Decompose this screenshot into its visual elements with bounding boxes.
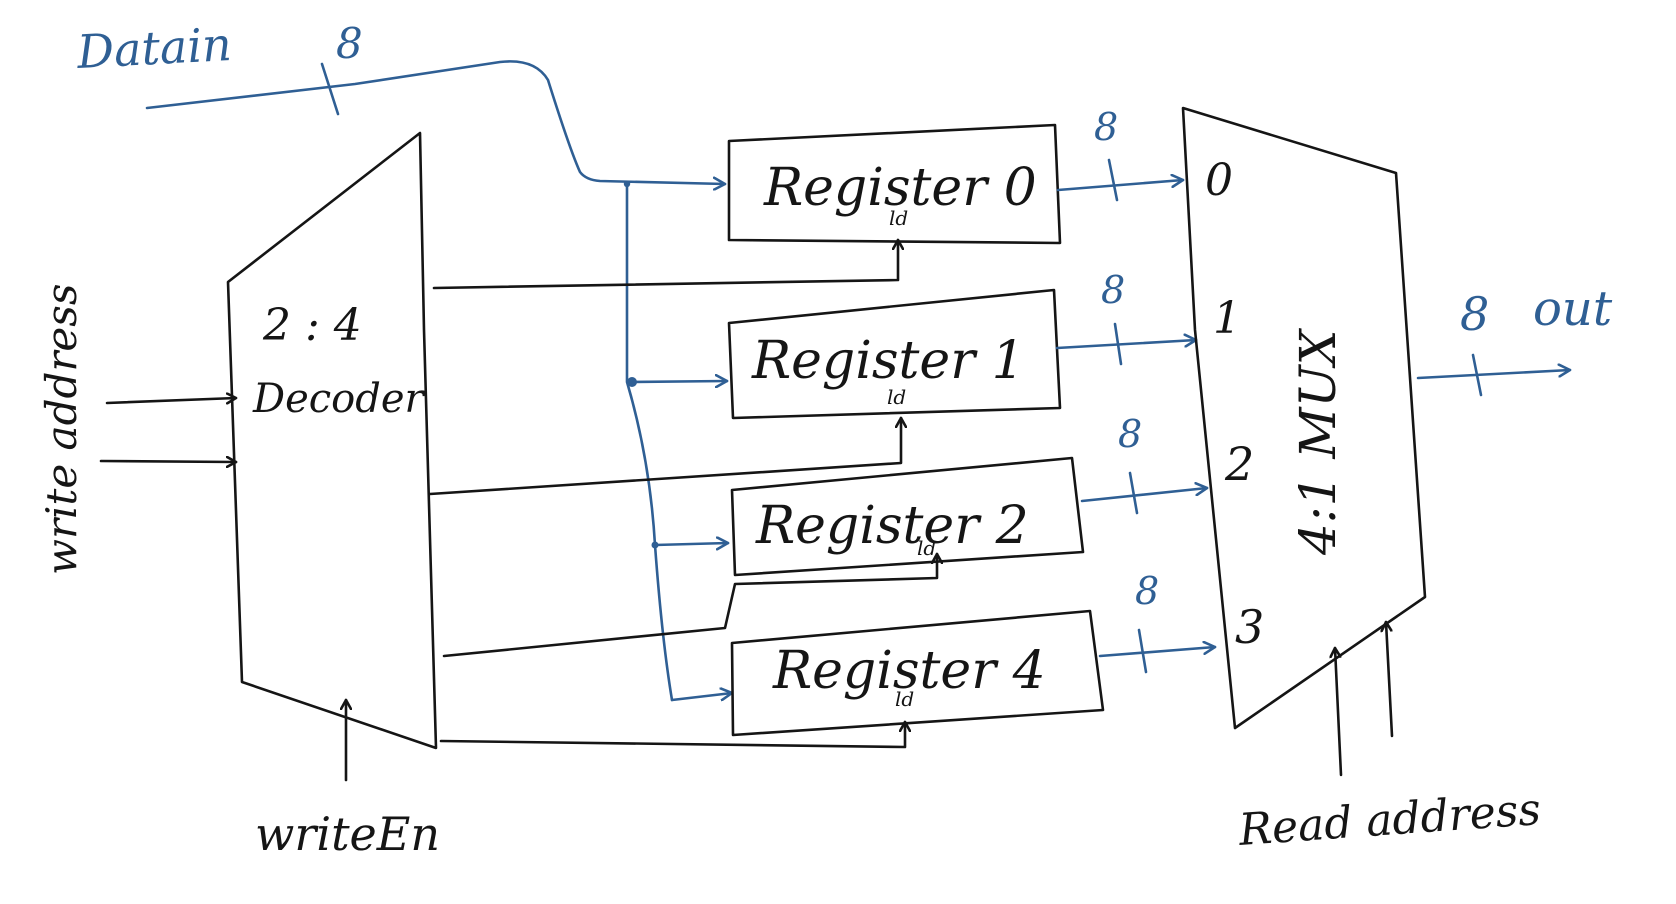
- register-1: Register 1 ld: [727, 288, 1062, 420]
- output-section: 8 out: [1416, 281, 1613, 397]
- write-address-label: write address: [37, 284, 86, 575]
- decoder-ratio-label: 2 : 4: [262, 300, 362, 351]
- output-width-slash: [1471, 353, 1483, 397]
- register-2: Register 2 ld: [730, 456, 1085, 577]
- output-label: out: [1533, 281, 1613, 337]
- datain-to-register-1: [630, 381, 729, 382]
- read-address-label: Read address: [1236, 784, 1542, 856]
- decoder-output-0: [432, 238, 898, 290]
- datain-bus-width-slash: [320, 62, 340, 116]
- register-0-box: [727, 123, 1062, 245]
- register-0-output-width-slash: [1107, 158, 1119, 202]
- mux-input-3-label: 3: [1235, 600, 1264, 654]
- register-1-box: [727, 288, 1062, 420]
- register-3-output-bus: [1098, 647, 1217, 658]
- decoder: 2 : 4 Decoder: [226, 131, 438, 750]
- output-bus: [1416, 370, 1572, 380]
- mux: 0 1 2 3 4:1 MUX: [1181, 106, 1427, 730]
- register-2-output-width-slash: [1128, 471, 1139, 515]
- register-1-load-label: ld: [887, 385, 906, 409]
- register-0-output-width-label: 8: [1094, 105, 1118, 149]
- register-3-name: Register 4: [772, 641, 1046, 701]
- datain-to-register-3: [670, 693, 734, 700]
- decoder-output-2: [442, 552, 937, 658]
- decoder-output-3: [439, 720, 905, 749]
- datain-to-register-2: [653, 543, 730, 545]
- mux-input-1-label: 1: [1213, 293, 1241, 344]
- decoder-name-label: Decoder: [252, 376, 427, 422]
- mux-name-label: 4:1 MUX: [1289, 327, 1347, 556]
- decoder-output-1: [428, 416, 901, 496]
- register-3-output-width-slash: [1137, 628, 1148, 674]
- output-width-label: 8: [1460, 287, 1489, 341]
- register-0-output-bus: [1056, 180, 1185, 192]
- register-2-box: [730, 456, 1085, 577]
- read-address-bit-0-arrow: [1335, 646, 1343, 777]
- datain-width-label: 8: [336, 19, 363, 68]
- datain-bus-line: [145, 60, 727, 184]
- register-outputs: 8 8 8 8: [1055, 105, 1217, 674]
- mux-body: [1181, 106, 1427, 730]
- register-1-name: Register 1: [751, 331, 1025, 391]
- register-0-load-label: ld: [889, 206, 908, 230]
- register-3-output-width-label: 8: [1135, 569, 1159, 613]
- register-3-load-label: ld: [895, 687, 914, 711]
- register-3: Register 4 ld: [730, 609, 1105, 737]
- mux-input-0-label: 0: [1205, 155, 1233, 206]
- datain-label: Datain: [75, 17, 233, 79]
- read-address-bit-1-arrow: [1386, 620, 1394, 738]
- datain-vertical-bus: [625, 182, 674, 702]
- write-enable-label: writeEn: [255, 807, 440, 861]
- register-1-output-width-slash: [1113, 322, 1123, 366]
- junction-dot: [651, 541, 659, 549]
- write-address-bit-0-arrow: [105, 398, 238, 403]
- write-enable-section: writeEn: [255, 698, 440, 861]
- datain-distribution: [623, 180, 734, 702]
- decoder-outputs: [428, 238, 937, 749]
- register-2-name: Register 2: [755, 496, 1029, 556]
- write-address-bit-1-arrow: [99, 461, 238, 462]
- register-2-output-bus: [1080, 488, 1209, 503]
- register-1-output-bus: [1055, 340, 1198, 350]
- register-1-output-width-label: 8: [1101, 268, 1125, 312]
- junction-dot: [627, 377, 637, 387]
- register-2-load-label: ld: [917, 536, 936, 560]
- register-2-output-width-label: 8: [1118, 412, 1142, 456]
- register-0: Register 0 ld: [727, 123, 1062, 245]
- register-3-box: [730, 609, 1105, 737]
- write-address-section: write address: [37, 284, 238, 575]
- read-address-section: Read address: [1236, 620, 1542, 856]
- junction-dot: [623, 180, 631, 188]
- mux-input-2-label: 2: [1224, 437, 1254, 491]
- datain-section: Datain 8: [75, 17, 727, 184]
- decoder-body: [226, 131, 438, 750]
- register-0-name: Register 0: [763, 158, 1037, 218]
